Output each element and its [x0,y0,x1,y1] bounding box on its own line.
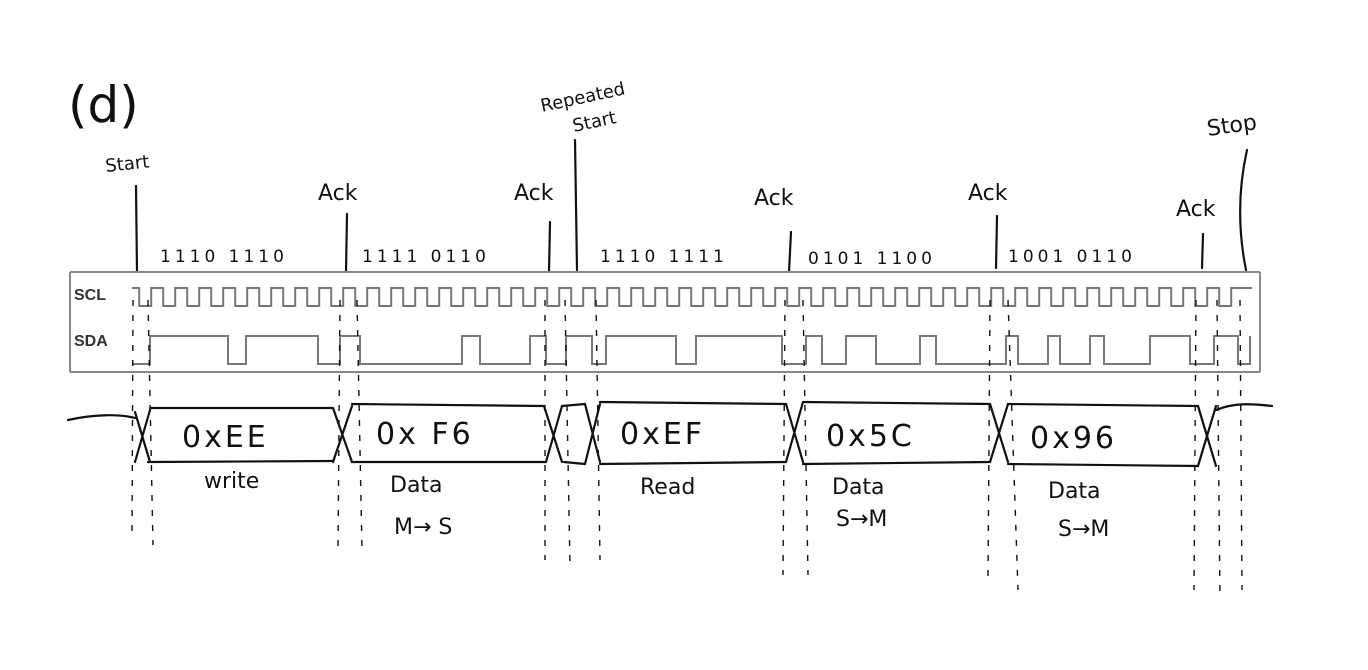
byte-box-2 [350,402,548,464]
scl-waveform [132,287,1252,307]
byte-desc-1: write [204,469,259,494]
bus-cross-7 [1196,404,1218,468]
bit-group-4: 0101 1100 [808,249,936,269]
start-label: Start [104,151,150,176]
guide-7c [1239,299,1243,591]
ack-marker-1 [344,212,349,274]
guide-5b [802,299,809,576]
bus-lead-out [1214,403,1274,412]
guide-6b [1007,299,1019,591]
bit-group-3: 1110 1111 [600,247,728,267]
ack-marker-4 [994,214,999,270]
byte-box-4 [801,400,992,466]
byte-desc-5b: S→M [1058,517,1109,542]
bus-cross-4 [583,402,602,466]
bus-gap [560,402,587,466]
byte-bus [66,400,1274,468]
sda-label: SDA [74,333,108,350]
byte-box-3 [598,400,788,466]
byte-desc-4b: S→M [836,507,887,532]
start-marker [134,184,139,274]
guide-7b [1216,299,1221,601]
guide-5a [782,299,786,576]
bit-group-5: 1001 0110 [1008,247,1136,267]
ack-label-1: Ack [318,181,358,206]
ack-marker-2 [547,220,552,274]
ack-label-3: Ack [754,186,794,211]
byte-desc-4a: Data [832,475,885,500]
guide-2b [356,299,363,551]
ack-label-5: Ack [1176,197,1216,222]
guide-6a [987,299,991,581]
bus-cross-5 [784,400,805,464]
byte-desc-2a: Data [390,473,443,498]
bus-cross-1 [133,408,152,464]
byte-box-5 [1006,402,1200,468]
repeated-start-label-line2: Start [571,107,618,137]
bit-group-1: 1110 1110 [160,247,288,267]
guide-1a [131,299,134,541]
bus-cross-3 [542,404,564,464]
stop-label: Stop [1205,110,1258,142]
guide-1b [147,299,154,546]
byte-value-2: 0x F6 [376,417,474,452]
panel-label: (d) [68,76,139,134]
byte-desc-3: Read [640,475,695,500]
byte-desc-5a: Data [1048,479,1101,504]
byte-desc-2b: M→ S [394,515,452,540]
sda-waveform [132,335,1251,365]
ack-label-4: Ack [968,181,1008,206]
byte-value-3: 0xEF [620,417,705,452]
logic-analyzer-capture: SCL SDA [69,271,1261,373]
byte-value-4: 0x5C [826,419,915,454]
bus-cross-6 [988,402,1010,464]
ack-label-2: Ack [514,181,554,206]
scl-label: SCL [74,287,106,304]
ack-marker-5 [1200,232,1205,270]
ack-marker-3 [787,230,793,274]
repeated-start-marker [573,138,579,272]
byte-box-1 [146,406,335,464]
bus-lead-in [66,414,137,422]
guide-7a [1193,299,1197,591]
guide-4 [595,299,601,561]
bit-group-2: 1111 0110 [362,247,490,267]
bus-cross-2 [331,404,354,464]
capture-frame [69,271,1261,373]
stop-marker [1239,148,1249,272]
byte-value-5: 0x96 [1030,421,1117,456]
byte-value-1: 0xEE [182,420,269,455]
